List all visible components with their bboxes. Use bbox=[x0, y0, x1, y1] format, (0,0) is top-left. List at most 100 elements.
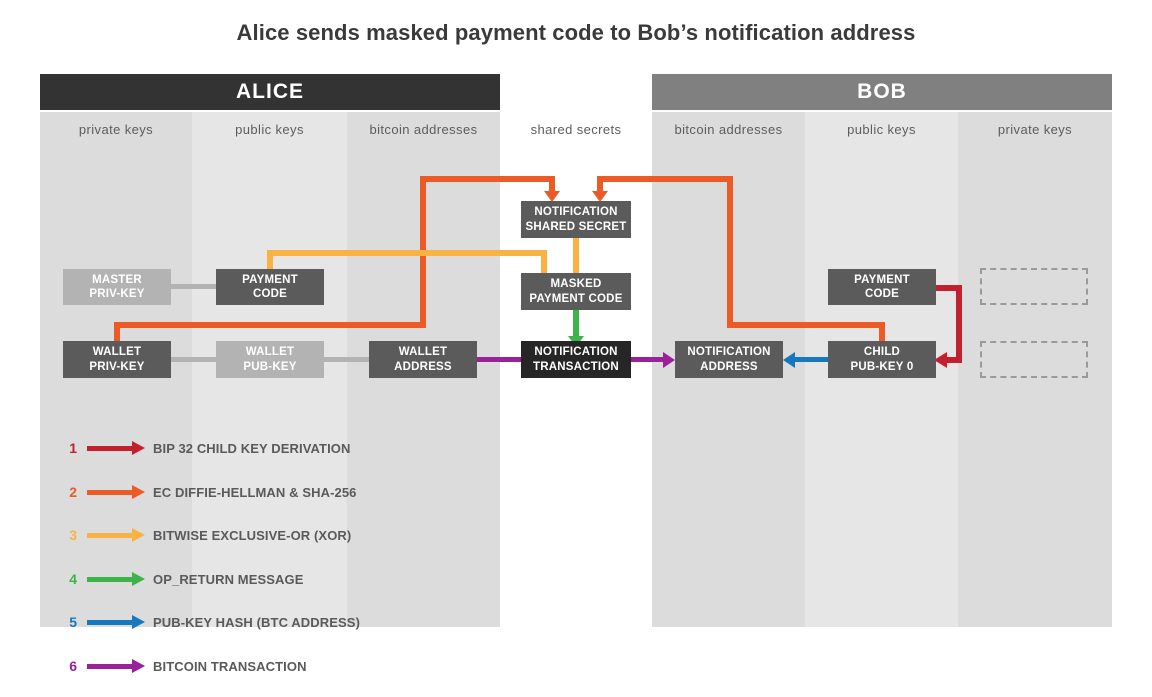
node-label-line1: NOTIFICATION bbox=[534, 346, 618, 359]
edge-child-pubkey-to-shared-secret-riser bbox=[879, 322, 885, 347]
node-bob-payment-code[interactable]: PAYMENT CODE bbox=[828, 269, 936, 305]
legend-label: BIP 32 CHILD KEY DERIVATION bbox=[153, 441, 351, 456]
edge-child-pubkey-to-shared-secret-horizontal-top bbox=[597, 176, 733, 182]
party-header-alice-label: ALICE bbox=[236, 80, 304, 103]
legend-arrowhead-icon bbox=[132, 571, 145, 586]
node-bob-notification-address[interactable]: NOTIFICATION ADDRESS bbox=[675, 341, 783, 378]
legend-label: OP_RETURN MESSAGE bbox=[153, 571, 304, 587]
edge-wallet-priv-to-shared-secret-drop bbox=[549, 176, 555, 193]
edge-wallet-priv-to-shared-secret-horizontal-top bbox=[420, 176, 555, 182]
edge-bob-payment-code-exit bbox=[930, 285, 962, 291]
legend-label: EC DIFFIE-HELLMAN & SHA-256 bbox=[153, 484, 357, 500]
edge-wallet-priv-to-shared-secret-horizontal-low bbox=[114, 322, 426, 328]
legend-item-3: 3 BITWISE EXCLUSIVE-OR (XOR) bbox=[63, 523, 363, 548]
legend-arrowhead-icon bbox=[132, 484, 145, 499]
node-label-line2: CODE bbox=[252, 288, 288, 300]
legend-number: 5 bbox=[69, 614, 77, 630]
legend-item-1: 1 BIP 32 CHILD KEY DERIVATION bbox=[63, 436, 363, 461]
legend-number: 4 bbox=[69, 570, 77, 587]
column-caption-alice-private-keys: private keys bbox=[40, 112, 192, 146]
arrowhead-shared-secret-right bbox=[592, 191, 608, 202]
party-header-alice: ALICE bbox=[40, 74, 500, 110]
legend-label: PUB-KEY HASH (BTC ADDRESS) bbox=[153, 615, 361, 630]
edge-wallet-priv-to-shared-secret-vertical-left bbox=[114, 322, 120, 346]
node-notification-shared-secret[interactable]: NOTIFICATION SHARED SECRET bbox=[521, 201, 631, 238]
edge-masked-to-notification-transaction bbox=[573, 310, 579, 342]
legend-label: BITCOIN TRANSACTION bbox=[153, 658, 307, 674]
link-wallet-priv-to-wallet-pub bbox=[160, 357, 230, 362]
node-label-line2: PRIV-KEY bbox=[89, 360, 145, 373]
node-label-line1: WALLET bbox=[398, 346, 448, 359]
legend-number: 1 bbox=[69, 440, 77, 456]
link-master-to-payment-code bbox=[160, 284, 230, 289]
edge-payment-code-horizontal bbox=[267, 250, 547, 256]
node-alice-wallet-address[interactable]: WALLET ADDRESS bbox=[369, 341, 477, 378]
node-label-line1: PAYMENT bbox=[242, 273, 298, 286]
diagram-canvas: Alice sends masked payment code to Bob’s… bbox=[40, 20, 1112, 674]
column-caption-bob-private-keys: private keys bbox=[958, 112, 1112, 146]
page-title: Alice sends masked payment code to Bob’s… bbox=[236, 20, 916, 45]
legend-item-2: 2 EC DIFFIE-HELLMAN & SHA-256 bbox=[63, 480, 363, 505]
legend-number: 3 bbox=[69, 527, 77, 543]
legend-number: 6 bbox=[69, 657, 77, 674]
column-caption-label: bitcoin addresses bbox=[674, 121, 783, 137]
legend-arrowhead-icon bbox=[132, 658, 145, 673]
edge-child-pubkey-to-shared-secret-vertical bbox=[727, 176, 733, 328]
arrowhead-child-pubkey-crimson bbox=[934, 352, 947, 368]
node-label-line2: TRANSACTION bbox=[533, 360, 619, 373]
edge-payment-code-drop bbox=[541, 250, 547, 282]
edge-bob-payment-code-vertical bbox=[956, 285, 962, 358]
legend-line bbox=[87, 620, 134, 625]
node-label-line1: NOTIFICATION bbox=[687, 346, 771, 359]
column-caption-label: public keys bbox=[235, 121, 304, 137]
edge-payment-code-riser bbox=[267, 250, 273, 272]
legend-number: 2 bbox=[69, 483, 77, 500]
column-caption-label: private keys bbox=[78, 121, 154, 137]
node-label-line2: SHARED SECRET bbox=[525, 220, 627, 233]
node-label-line1: CHILD bbox=[863, 346, 901, 359]
link-wallet-pub-to-wallet-address bbox=[313, 357, 383, 362]
column-caption-bob-public-keys: public keys bbox=[805, 112, 958, 146]
node-label-line1: WALLET bbox=[245, 346, 295, 359]
column-caption-label: public keys bbox=[847, 121, 916, 137]
legend: 1 BIP 32 CHILD KEY DERIVATION 2 EC DIFFI… bbox=[63, 436, 363, 697]
node-alice-master-priv-key[interactable]: MASTER PRIV-KEY bbox=[63, 269, 171, 305]
legend-item-6: 6 BITCOIN TRANSACTION bbox=[63, 654, 363, 679]
column-caption-bob-bitcoin-addresses: bitcoin addresses bbox=[652, 112, 805, 146]
legend-line bbox=[87, 533, 134, 538]
node-label-line1: WALLET bbox=[92, 346, 142, 359]
edge-wallet-address-to-notification-transaction bbox=[438, 357, 528, 362]
arrowhead-notification-address-purple bbox=[663, 351, 675, 368]
edge-child-pubkey-to-notification-address bbox=[795, 357, 833, 362]
node-alice-wallet-priv-key[interactable]: WALLET PRIV-KEY bbox=[63, 341, 171, 378]
edge-child-pubkey-to-shared-secret-horizontal-low bbox=[727, 322, 885, 328]
column-caption-alice-public-keys: public keys bbox=[192, 112, 347, 146]
column-caption-label: bitcoin addresses bbox=[369, 121, 478, 137]
node-label-line2: PAYMENT CODE bbox=[529, 292, 623, 305]
node-alice-wallet-pub-key[interactable]: WALLET PUB-KEY bbox=[216, 341, 324, 378]
node-bob-child-pub-key-0[interactable]: CHILD PUB-KEY 0 bbox=[828, 341, 936, 378]
legend-item-5: 5 PUB-KEY HASH (BTC ADDRESS) bbox=[63, 610, 363, 635]
legend-label: BITWISE EXCLUSIVE-OR (XOR) bbox=[153, 528, 352, 543]
column-caption-label: shared secrets bbox=[530, 121, 622, 137]
edge-bob-payment-code-to-child-pubkey bbox=[946, 357, 962, 363]
arrowhead-shared-secret-left bbox=[544, 191, 560, 202]
node-masked-payment-code[interactable]: MASKED PAYMENT CODE bbox=[521, 273, 631, 310]
node-label-line2: ADDRESS bbox=[394, 360, 452, 373]
node-bob-private-key-placeholder-bottom bbox=[980, 341, 1088, 378]
node-label-line2: CODE bbox=[864, 288, 900, 300]
node-label-line2: PUB-KEY 0 bbox=[850, 360, 914, 373]
node-label-line1: NOTIFICATION bbox=[534, 206, 618, 219]
node-bob-private-key-placeholder-top bbox=[980, 268, 1088, 305]
node-alice-payment-code[interactable]: PAYMENT CODE bbox=[216, 269, 324, 305]
legend-line bbox=[87, 576, 134, 582]
edge-shared-secret-to-masked-vertical bbox=[573, 238, 579, 282]
node-label-line1: MASTER bbox=[92, 273, 142, 286]
node-notification-transaction[interactable]: NOTIFICATION TRANSACTION bbox=[521, 341, 631, 378]
party-header-bob-label: BOB bbox=[857, 80, 907, 103]
legend-arrowhead-icon bbox=[132, 615, 145, 629]
legend-item-4: 4 OP_RETURN MESSAGE bbox=[63, 567, 363, 592]
node-label-line1: MASKED bbox=[550, 278, 602, 291]
node-label-line2: PUB-KEY bbox=[243, 360, 297, 373]
edge-child-pubkey-to-shared-secret-drop bbox=[597, 176, 603, 193]
